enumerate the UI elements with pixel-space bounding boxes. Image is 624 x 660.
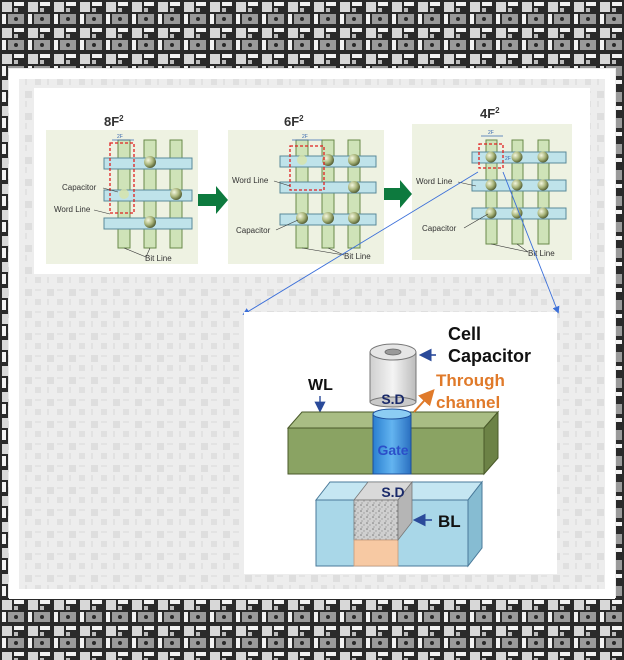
bit-line-label: Bit Line [344, 252, 371, 261]
capacitor-node [144, 216, 156, 228]
bit-line-block-side [467, 480, 483, 568]
panel-title: 4F2 [480, 106, 500, 121]
dimension-label: 2F [117, 134, 123, 140]
word-line [103, 189, 193, 202]
bit-line-label: Bit Line [145, 254, 172, 263]
capacitor-node [511, 179, 523, 191]
zoom-pointer-line [242, 171, 479, 315]
through-label: Through [436, 371, 505, 390]
capacitor-node [144, 156, 156, 168]
dimension-label: 2F [505, 156, 511, 162]
capacitor-node [348, 154, 360, 166]
capacitor-label: Capacitor [236, 226, 271, 235]
panel-title: 8F2 [104, 114, 124, 129]
unit-cell-outline [478, 143, 504, 169]
capacitor-node [485, 179, 497, 191]
capacitor-node [348, 212, 360, 224]
vertical-channel-detail: Cell Capacitor WL S.D Gate Through chann… [244, 312, 557, 574]
bit-line-contact [353, 539, 399, 567]
dimension-label: 2F [302, 134, 308, 140]
zoom-pointer-line [502, 171, 560, 314]
capacitor-node [485, 151, 497, 163]
gate-label: Gate [377, 442, 408, 458]
capacitor-node [537, 179, 549, 191]
capacitor-node [485, 207, 497, 219]
cell-label: Cell [448, 324, 481, 344]
capacitor-label: Capacitor [62, 183, 97, 192]
word-line-label: Word Line [416, 177, 453, 186]
wl-label: WL [308, 377, 333, 394]
unit-cell-outline [109, 142, 135, 214]
gate-pillar [372, 413, 412, 475]
panel-8f2: 8F2 2F Capacitor Word Line Bit Line [46, 114, 198, 264]
capacitor-label: Capacitor [422, 224, 457, 233]
capacitor-node [537, 151, 549, 163]
capacitor-node [296, 212, 308, 224]
capacitor-label: Capacitor [448, 346, 531, 366]
bit-line [537, 139, 550, 245]
progression-arrow [384, 180, 412, 208]
unit-cell-outline [289, 145, 325, 191]
dimension-label: 2F [488, 130, 494, 136]
word-line-block-side [483, 410, 499, 476]
source-drain-bottom [353, 499, 399, 541]
bl-label: BL [438, 512, 461, 531]
capacitor-node [511, 151, 523, 163]
capacitor-node [170, 188, 182, 200]
panel-4f2: 4F2 2F 2F Word Line Capacitor Bit Line [412, 106, 572, 260]
capacitor-node [348, 181, 360, 193]
panel-6f2: 6F2 2F Word Line Capacitor Bit Line [228, 114, 384, 264]
source-drain-top-label: S.D [381, 391, 404, 407]
capacitor-node [322, 212, 334, 224]
bit-line-label: Bit Line [528, 249, 555, 258]
through-channel-arrow [413, 389, 435, 413]
capacitor-node [537, 207, 549, 219]
source-drain-bottom-label: S.D [381, 484, 404, 500]
channel-label: channel [436, 393, 500, 412]
word-line-label: Word Line [54, 205, 91, 214]
capacitor-node [297, 155, 307, 165]
word-line-label: Word Line [232, 176, 269, 185]
word-line [279, 181, 377, 194]
progression-arrow [198, 186, 228, 214]
capacitor-node [322, 154, 334, 166]
panel-title: 6F2 [284, 114, 304, 129]
capacitor-node [119, 189, 129, 199]
